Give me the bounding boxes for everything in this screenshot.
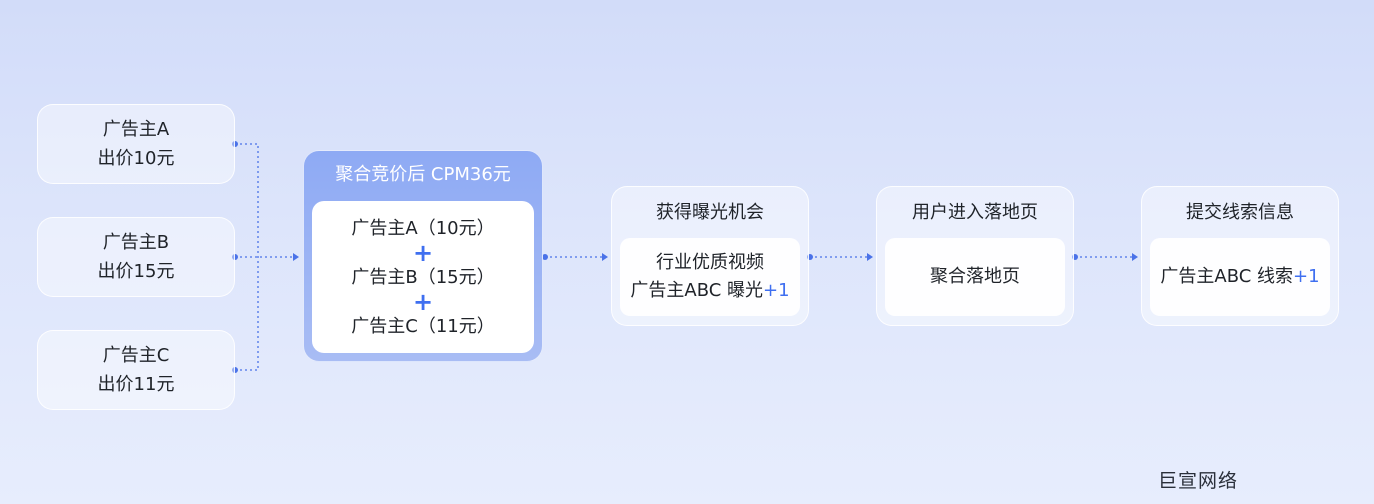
advertiser-card-b: 广告主B 出价15元 [37, 217, 235, 297]
plus-sign: + [412, 238, 434, 267]
increment-badge: +1 [1293, 266, 1320, 287]
step-title: 提交线索信息 [1186, 202, 1294, 223]
step-line-with-badge: 广告主ABC 曝光+1 [630, 277, 789, 305]
arrowhead [293, 253, 299, 261]
aggregate-line-b: 广告主B（15元） [351, 266, 495, 288]
step-card-landing-page: 用户进入落地页 聚合落地页 [876, 186, 1074, 326]
aggregate-title: 聚合竞价后 CPM36元 [335, 164, 511, 185]
step-line: 广告主ABC 曝光 [630, 280, 764, 301]
step-line: 聚合落地页 [930, 266, 1020, 287]
arrowhead [867, 253, 873, 261]
aggregate-bidding-card: 聚合竞价后 CPM36元 广告主A（10元） + 广告主B（15元） + 广告主… [303, 150, 543, 362]
advertiser-name: 广告主A [102, 119, 170, 140]
advertiser-name: 广告主B [102, 232, 170, 253]
advertiser-bid: 出价11元 [97, 374, 175, 395]
step-card-exposure: 获得曝光机会 行业优质视频 广告主ABC 曝光+1 [611, 186, 809, 326]
step-line-with-badge: 广告主ABC 线索+1 [1160, 263, 1319, 291]
arrowhead [1132, 253, 1138, 261]
advertiser-name: 广告主C [102, 345, 170, 366]
arrowhead [602, 253, 608, 261]
aggregate-body: 广告主A（10元） + 广告主B（15元） + 广告主C（11元） [312, 201, 534, 353]
step-body: 广告主ABC 线索+1 [1150, 238, 1330, 316]
brand-watermark: 巨宣网络 [1158, 470, 1239, 492]
connector-dot [232, 141, 238, 147]
connector-dot [232, 254, 238, 260]
plus-sign: + [412, 287, 434, 316]
bracket-connector [235, 143, 259, 371]
step-line: 行业优质视频 [656, 252, 764, 273]
advertiser-bid: 出价15元 [97, 261, 175, 282]
increment-badge: +1 [763, 280, 790, 301]
advertiser-card-a: 广告主A 出价10元 [37, 104, 235, 184]
advertiser-card-c: 广告主C 出价11元 [37, 330, 235, 410]
step-body: 行业优质视频 广告主ABC 曝光+1 [620, 238, 800, 316]
connector-dot [232, 367, 238, 373]
aggregate-line-a: 广告主A（10元） [351, 217, 495, 239]
step-line: 广告主ABC 线索 [1160, 266, 1294, 287]
step-body: 聚合落地页 [885, 238, 1065, 316]
step-title: 用户进入落地页 [912, 202, 1038, 223]
aggregate-line-c: 广告主C（11元） [351, 315, 495, 337]
advertiser-bid: 出价10元 [97, 148, 175, 169]
connector-dot [542, 254, 548, 260]
step-card-lead-submit: 提交线索信息 广告主ABC 线索+1 [1141, 186, 1339, 326]
step-title: 获得曝光机会 [656, 202, 764, 223]
